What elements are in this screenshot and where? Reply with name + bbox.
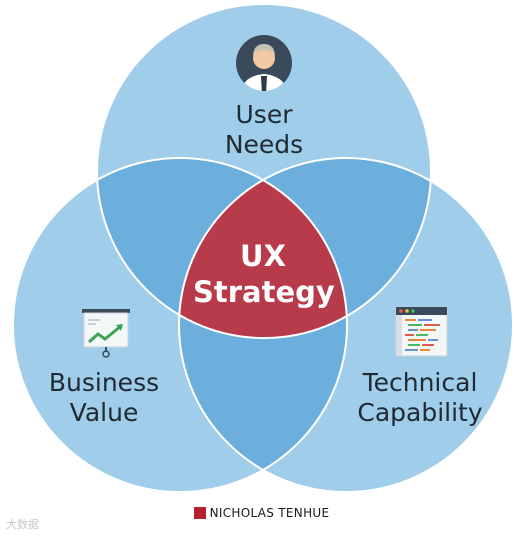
code-window-icon bbox=[395, 306, 448, 357]
brand-name: NICHOLAS TENHUE bbox=[209, 506, 330, 520]
label-technical-capability-line2: Capability bbox=[357, 398, 483, 427]
label-business-value-line1: Business bbox=[48, 368, 160, 397]
label-technical-capability-line1: Technical bbox=[362, 368, 478, 397]
label-business-value-line2: Value bbox=[69, 398, 139, 427]
nt-logo-icon bbox=[193, 507, 206, 519]
label-business-value: Business Value bbox=[34, 368, 174, 428]
watermark: 大数据 bbox=[6, 519, 39, 531]
circle-outlines bbox=[12, 3, 514, 493]
label-user-needs-line2: Needs bbox=[224, 130, 304, 159]
label-user-needs-line1: User bbox=[235, 100, 293, 129]
brand-footer: NICHOLAS TENHUE bbox=[0, 506, 523, 520]
label-ux-strategy-line1: UX bbox=[240, 239, 286, 273]
label-user-needs: User Needs bbox=[204, 100, 324, 160]
label-ux-strategy: UX Strategy bbox=[193, 238, 335, 310]
label-ux-strategy-line2: Strategy bbox=[193, 275, 335, 309]
presentation-chart-icon bbox=[82, 309, 130, 358]
label-technical-capability: Technical Capability bbox=[344, 368, 496, 428]
